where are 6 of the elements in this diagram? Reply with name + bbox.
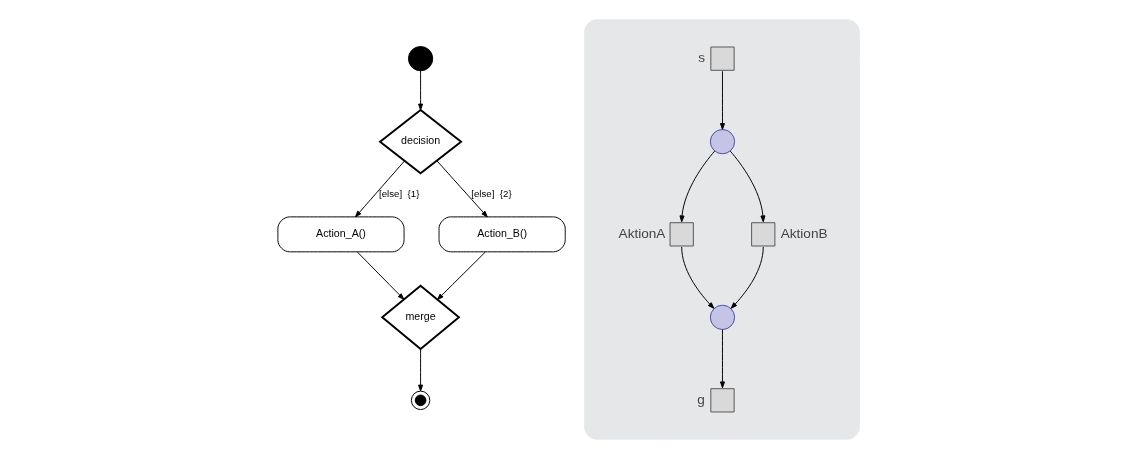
edge-label: [else] {1} <box>378 187 419 199</box>
node-label: AktionA <box>618 225 665 241</box>
node-label: s <box>697 50 705 66</box>
node-label: g <box>696 391 705 407</box>
node-label: AktionB <box>780 225 828 241</box>
edge-label: [else] {2} <box>470 187 512 199</box>
